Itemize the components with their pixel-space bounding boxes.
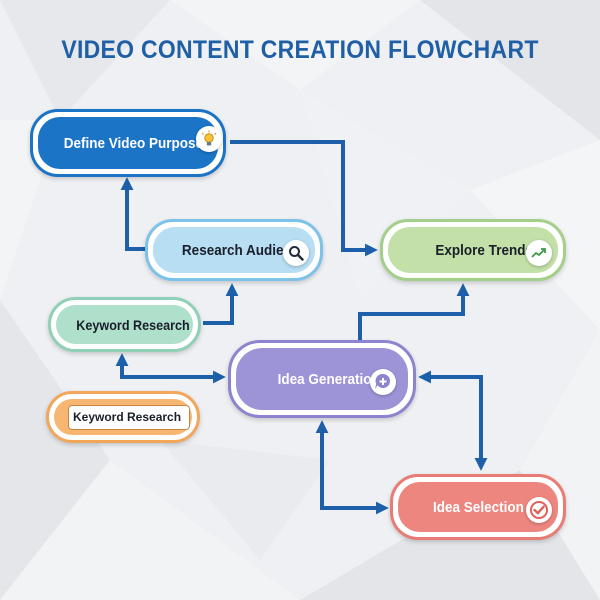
- node-research-body: Research Audience: [153, 227, 315, 273]
- lightbulb-icon: [196, 126, 222, 152]
- node-explore-body: Explore Trends: [388, 227, 558, 273]
- node-keyword-research-secondary[interactable]: Keyword Research: [46, 391, 200, 443]
- node-keyword1-label: Keyword Research: [76, 316, 190, 333]
- arrow-idea-keyword-bidirectional: [115, 353, 226, 384]
- checkmark-icon: [526, 497, 552, 523]
- node-keyword-research[interactable]: Keyword Research: [48, 297, 201, 352]
- node-explore-trends[interactable]: Explore Trends: [380, 219, 566, 281]
- keyword-chip: Keyword Research: [68, 404, 191, 430]
- arrow-idea-to-explore: [358, 283, 470, 342]
- arrow-idea-selection-right: [418, 370, 488, 471]
- arrow-define-to-explore: [230, 140, 378, 257]
- magnifier-icon: [283, 240, 309, 266]
- node-keyword2-body: Keyword Research: [54, 399, 192, 435]
- node-define-body: Define Video Purpose: [38, 117, 222, 169]
- node-keyword2-label: Keyword Research: [73, 409, 182, 424]
- node-idea-selection[interactable]: Idea Selection: [390, 474, 566, 540]
- arrow-keyword-to-research: [203, 283, 239, 325]
- node-define-video-purpose[interactable]: Define Video Purpose: [30, 109, 226, 177]
- node-research-label: Research Audience: [181, 241, 307, 259]
- node-research-audience[interactable]: Research Audience: [145, 219, 323, 281]
- node-define-label: Define Video Purpose: [63, 134, 204, 152]
- node-explore-label: Explore Trends: [435, 241, 533, 259]
- node-keyword1-body: Keyword Research: [56, 305, 193, 344]
- arrow-idea-selection-bottom: [315, 420, 389, 515]
- node-idea-body: Idea Generation: [236, 348, 408, 410]
- node-selection-body: Idea Selection: [398, 482, 558, 532]
- node-selection-label: Idea Selection: [433, 498, 524, 516]
- trend-chart-icon: [526, 240, 552, 266]
- arrow-research-to-define: [120, 177, 150, 251]
- node-idea-label: Idea Generation: [277, 370, 380, 388]
- node-idea-generation[interactable]: Idea Generation: [228, 340, 416, 418]
- chat-plus-icon: [370, 369, 396, 395]
- page-title: VIDEO CONTENT CREATION FLOWCHART: [61, 36, 539, 64]
